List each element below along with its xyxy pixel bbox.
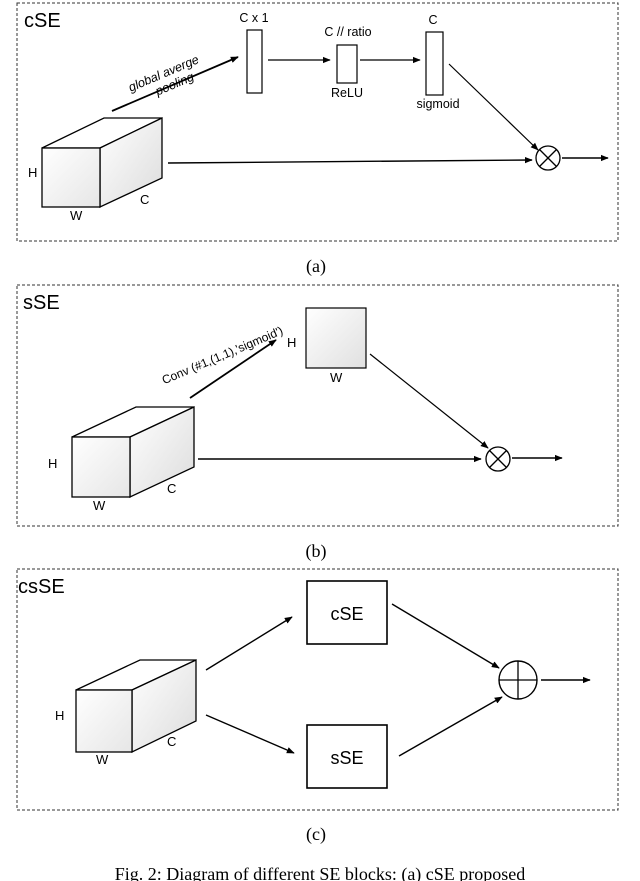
arrow-input-to-multiply [167, 156, 533, 164]
panel-cse: cSE H W C global averge pooling C x 1 C … [16, 2, 619, 242]
cube-w-label: W [96, 752, 109, 767]
panel-csse-title: csSE [18, 576, 65, 598]
panel-c-label: (c) [306, 824, 326, 845]
cse-block-label: cSE [330, 604, 363, 624]
panel-csse: csSE H W C cSE sSE [16, 568, 619, 811]
arrow-sse-to-add [398, 696, 503, 757]
panel-sse-title: sSE [23, 292, 60, 314]
panel-b-label: (b) [306, 541, 327, 562]
vector-c [425, 31, 444, 96]
add-icon [498, 660, 538, 700]
panel-sse: sSE H W C Conv (#1,(1,1),'sigmoid') H W [16, 284, 619, 527]
map-w-label: W [330, 370, 343, 385]
relu-label: ReLU [331, 86, 363, 100]
cube-h-label: H [48, 456, 57, 471]
arrow-vec3-to-multiply [448, 63, 539, 151]
cube-w-label: W [93, 498, 106, 513]
vector-c-x1-label: C x 1 [239, 11, 268, 25]
map-h-label: H [287, 335, 296, 350]
arrow-cse-to-add [391, 603, 500, 669]
vector-c-ratio-label: C // ratio [324, 25, 371, 39]
vector-c-label: C [428, 13, 437, 27]
cube-h-label: H [28, 165, 37, 180]
multiply-icon [535, 145, 561, 171]
cube-c-label: C [167, 481, 176, 496]
input-feature-cube [75, 658, 197, 754]
input-feature-cube [41, 116, 163, 209]
conv-arrow [189, 339, 277, 399]
input-feature-cube [71, 405, 195, 499]
cube-h-label: H [55, 708, 64, 723]
spatial-map [305, 307, 367, 369]
cube-c-label: C [140, 192, 149, 207]
sse-block [306, 724, 388, 789]
cse-block [306, 580, 388, 645]
arrow-map-to-multiply [369, 353, 489, 449]
panel-sse-border [16, 284, 619, 527]
panel-cse-title: cSE [24, 10, 61, 32]
panel-cse-border [16, 2, 619, 242]
conv-label: Conv (#1,(1,1),'sigmoid') [160, 323, 285, 387]
figure-caption: Fig. 2: Diagram of different SE blocks: … [114, 864, 526, 881]
cube-c-label: C [167, 734, 176, 749]
panel-a-label: (a) [306, 256, 326, 277]
pooling-arrow [111, 56, 239, 112]
vector-c-ratio [336, 44, 358, 84]
vector-c-x1 [246, 29, 263, 94]
sigmoid-label: sigmoid [416, 97, 459, 111]
cube-w-label: W [70, 208, 83, 223]
arrow-to-cse-block [205, 616, 293, 671]
panel-csse-border [16, 568, 619, 811]
sse-block-label: sSE [330, 748, 363, 768]
arrow-to-sse-block [205, 714, 295, 754]
multiply-icon [485, 446, 511, 472]
